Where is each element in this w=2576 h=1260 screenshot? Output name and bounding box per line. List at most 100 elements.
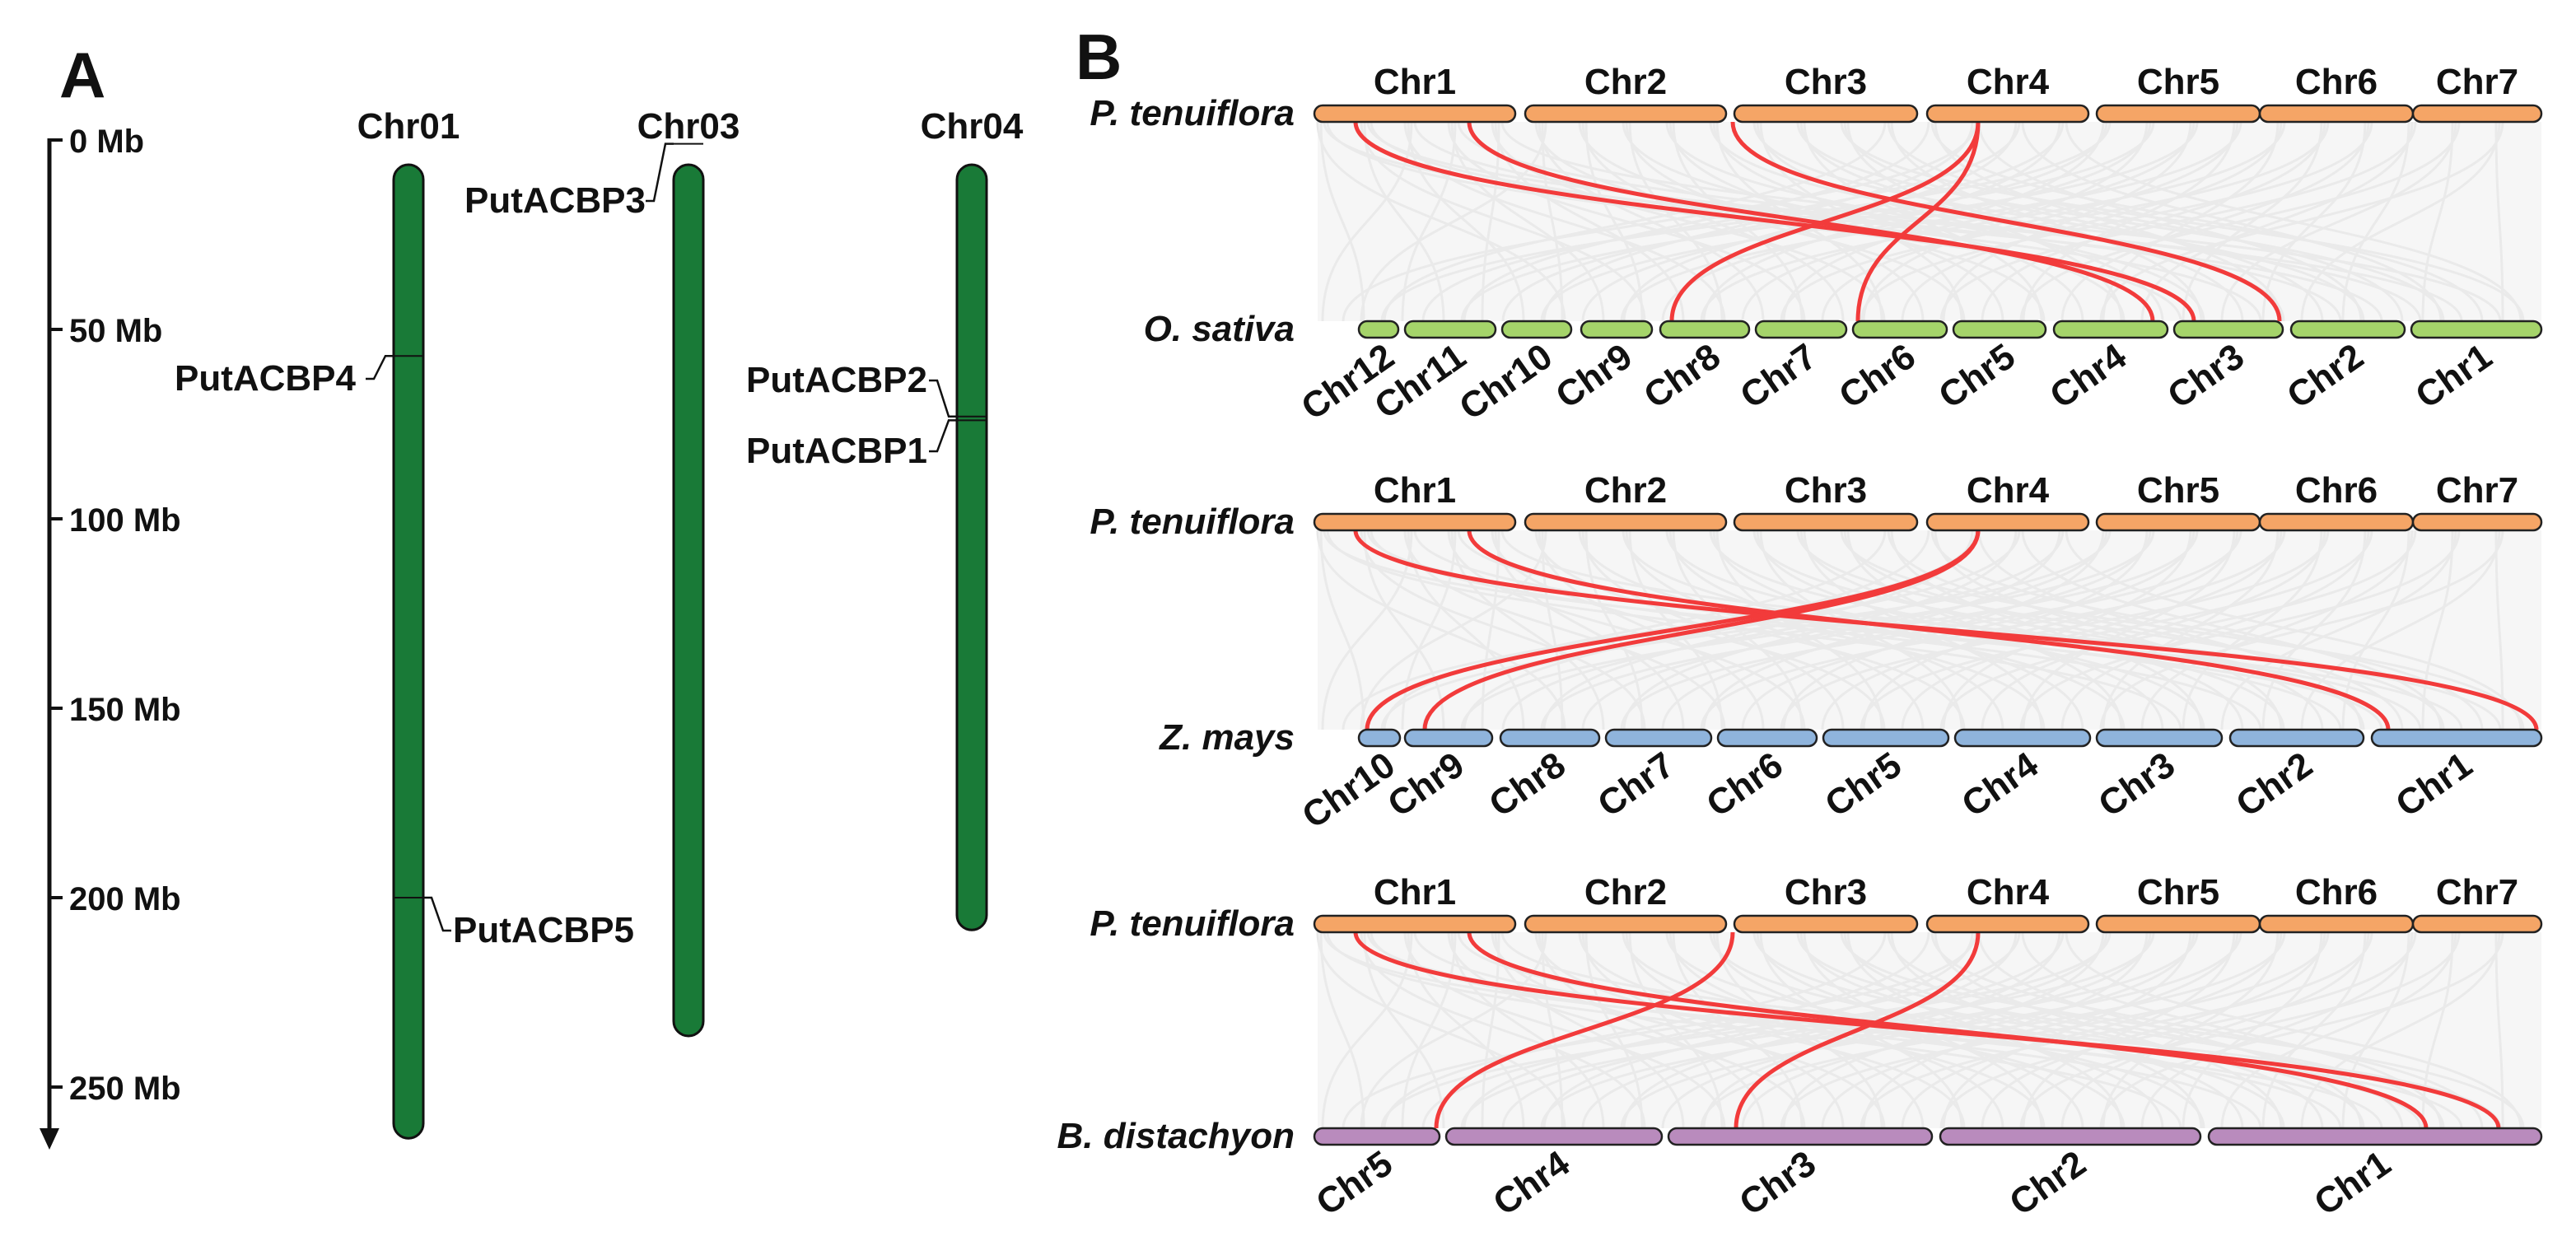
- synteny-chromosome: [1500, 320, 1573, 339]
- synteny-chromosome-label: Chr7: [2436, 62, 2518, 102]
- axis-tick-label: 50 Mb: [69, 313, 162, 349]
- synteny-chromosome-label: Chr1: [1374, 872, 1456, 912]
- synteny-chromosome-label: Chr2: [2229, 744, 2320, 825]
- synteny-chromosome: [2095, 914, 2261, 934]
- acbp-synteny-links: [1353, 121, 2539, 1129]
- synteny-chromosome-label: Chr2: [2280, 336, 2371, 417]
- synteny-chromosome-label: Chr7: [1734, 336, 1824, 417]
- synteny-chromosome: [2228, 728, 2365, 748]
- synteny-chromosome: [1939, 1127, 2202, 1146]
- axis-tick-label: 200 Mb: [69, 881, 181, 917]
- gene-label-putacbp5: PutACBP5: [453, 910, 634, 950]
- synteny-chromosome: [2258, 512, 2415, 532]
- synteny-chromosome-label: Chr7: [1591, 744, 1682, 825]
- synteny-chromosome-label: Chr9: [1381, 744, 1472, 825]
- synteny-chromosome-label: Chr4: [1967, 872, 2050, 912]
- panel-b-letter: B: [1076, 21, 1122, 93]
- gene-markers: [366, 142, 987, 932]
- synteny-chromosome-label: Chr4: [1955, 744, 2046, 825]
- synteny-chromosome: [1524, 104, 1728, 124]
- synteny-chromosome: [2052, 320, 2169, 339]
- synteny-chromosome-label: Chr8: [1482, 744, 1573, 825]
- synteny-chromosome-label: Chr3: [1785, 62, 1867, 102]
- synteny-chromosome-label: Chr7: [2436, 470, 2518, 511]
- synteny-chromosome: [2258, 104, 2415, 124]
- synteny-chromosome: [2411, 512, 2543, 532]
- synteny-chromosome-label: Chr9: [1549, 336, 1640, 417]
- chromosome-bar: [672, 163, 705, 1038]
- acbp-link: [1353, 121, 2196, 322]
- axis-tick-label: 100 Mb: [69, 502, 181, 539]
- synteny-chromosome: [1953, 728, 2092, 748]
- synteny-chromosome-label: Chr2: [1584, 470, 1667, 511]
- chromosome-title: Chr04: [921, 106, 1024, 147]
- synteny-chromosome: [1524, 512, 1728, 532]
- synteny-chromosome-label: Chr1: [1374, 470, 1456, 511]
- synteny-chromosome-label: Chr4: [1967, 62, 2050, 102]
- gene-leader-line: [929, 379, 957, 418]
- synteny-chromosome-label: Chr10: [1452, 336, 1559, 428]
- synteny-chromosome-label: Chr5: [2137, 872, 2219, 912]
- synteny-chromosome: [1733, 512, 1919, 532]
- synteny-chromosome: [2410, 320, 2543, 339]
- synteny-chromosome: [1925, 512, 2090, 532]
- gene-leader-line: [423, 896, 451, 932]
- synteny-chromosome: [1444, 1127, 1664, 1146]
- species-label: P. tenuiflora: [1090, 93, 1295, 133]
- synteny-chromosome-label: Chr6: [2295, 872, 2378, 912]
- synteny-chromosome: [1313, 104, 1517, 124]
- synteny-chromosome-label: Chr6: [1832, 336, 1923, 417]
- acbp-link: [1669, 121, 1981, 322]
- synteny-chromosome: [2370, 728, 2543, 748]
- synteny-chromosome: [1499, 728, 1601, 748]
- synteny-chromosome-label: Chr6: [2295, 470, 2378, 511]
- synteny-chromosome-label: Chr7: [2436, 872, 2518, 912]
- synteny-chromosome: [1925, 914, 2090, 934]
- synteny-chromosome-label: Chr2: [2003, 1143, 2093, 1224]
- synteny-chromosome: [1580, 320, 1654, 339]
- synteny-chromosome: [1754, 320, 1848, 339]
- species-labels: P. tenuiflora O. sativa P. tenuiflora Z.…: [1057, 93, 1295, 1156]
- synteny-chromosome-label: Chr3: [2161, 336, 2252, 417]
- synteny-chromosome-label: Chr5: [1309, 1143, 1400, 1224]
- acbp-link: [1434, 931, 1735, 1129]
- synteny-chromosome: [1357, 320, 1400, 339]
- synteny-chromosome: [1403, 728, 1494, 748]
- synteny-chromosome: [2411, 104, 2543, 124]
- synteny-chromosome-label: Chr3: [1785, 470, 1867, 511]
- synteny-chromosome-label: Chr3: [1785, 872, 1867, 912]
- species-label: P. tenuiflora: [1090, 502, 1295, 542]
- synteny-chromosome: [2411, 914, 2543, 934]
- synteny-chromosome: [1925, 104, 2090, 124]
- species-label: B. distachyon: [1057, 1116, 1295, 1156]
- synteny-chromosome: [1716, 728, 1818, 748]
- gene-labels: PutACBP3 PutACBP4 PutACBP2 PutACBP1 PutA…: [175, 180, 927, 950]
- synteny-chromosomes: [1313, 104, 2543, 1146]
- synteny-chromosome-label: Chr6: [2295, 62, 2378, 102]
- synteny-chromosome-label: Chr2: [1584, 872, 1667, 912]
- synteny-chromosome: [1822, 728, 1950, 748]
- synteny-chromosome: [2258, 914, 2415, 934]
- background-synteny-links: [1316, 121, 2541, 1129]
- species-label: O. sativa: [1144, 309, 1295, 349]
- gene-leader-line: [646, 142, 674, 203]
- acbp-link: [1467, 530, 2391, 730]
- synteny-chromosome-label: Chr1: [2389, 744, 2480, 825]
- synteny-chromosome: [2172, 320, 2284, 339]
- acbp-link: [1422, 530, 1981, 730]
- species-label: Z. mays: [1158, 717, 1295, 758]
- synteny-chromosome-label: Chr3: [1733, 1143, 1823, 1224]
- panel-b: B P. tenuiflora O. sativa P. tenuiflora …: [1057, 21, 2543, 1224]
- chromosome-title: Chr03: [637, 106, 740, 147]
- synteny-chromosome-label: Chr6: [1700, 744, 1790, 825]
- synteny-chromosome: [2095, 728, 2224, 748]
- synteny-chromosome: [1667, 1127, 1934, 1146]
- synteny-chromosome: [1733, 104, 1919, 124]
- synteny-chromosome: [1313, 512, 1517, 532]
- chromosome-bar: [955, 163, 988, 931]
- chromosome-title: Chr01: [357, 106, 460, 147]
- synteny-chromosome-label: Chr1: [2409, 336, 2499, 417]
